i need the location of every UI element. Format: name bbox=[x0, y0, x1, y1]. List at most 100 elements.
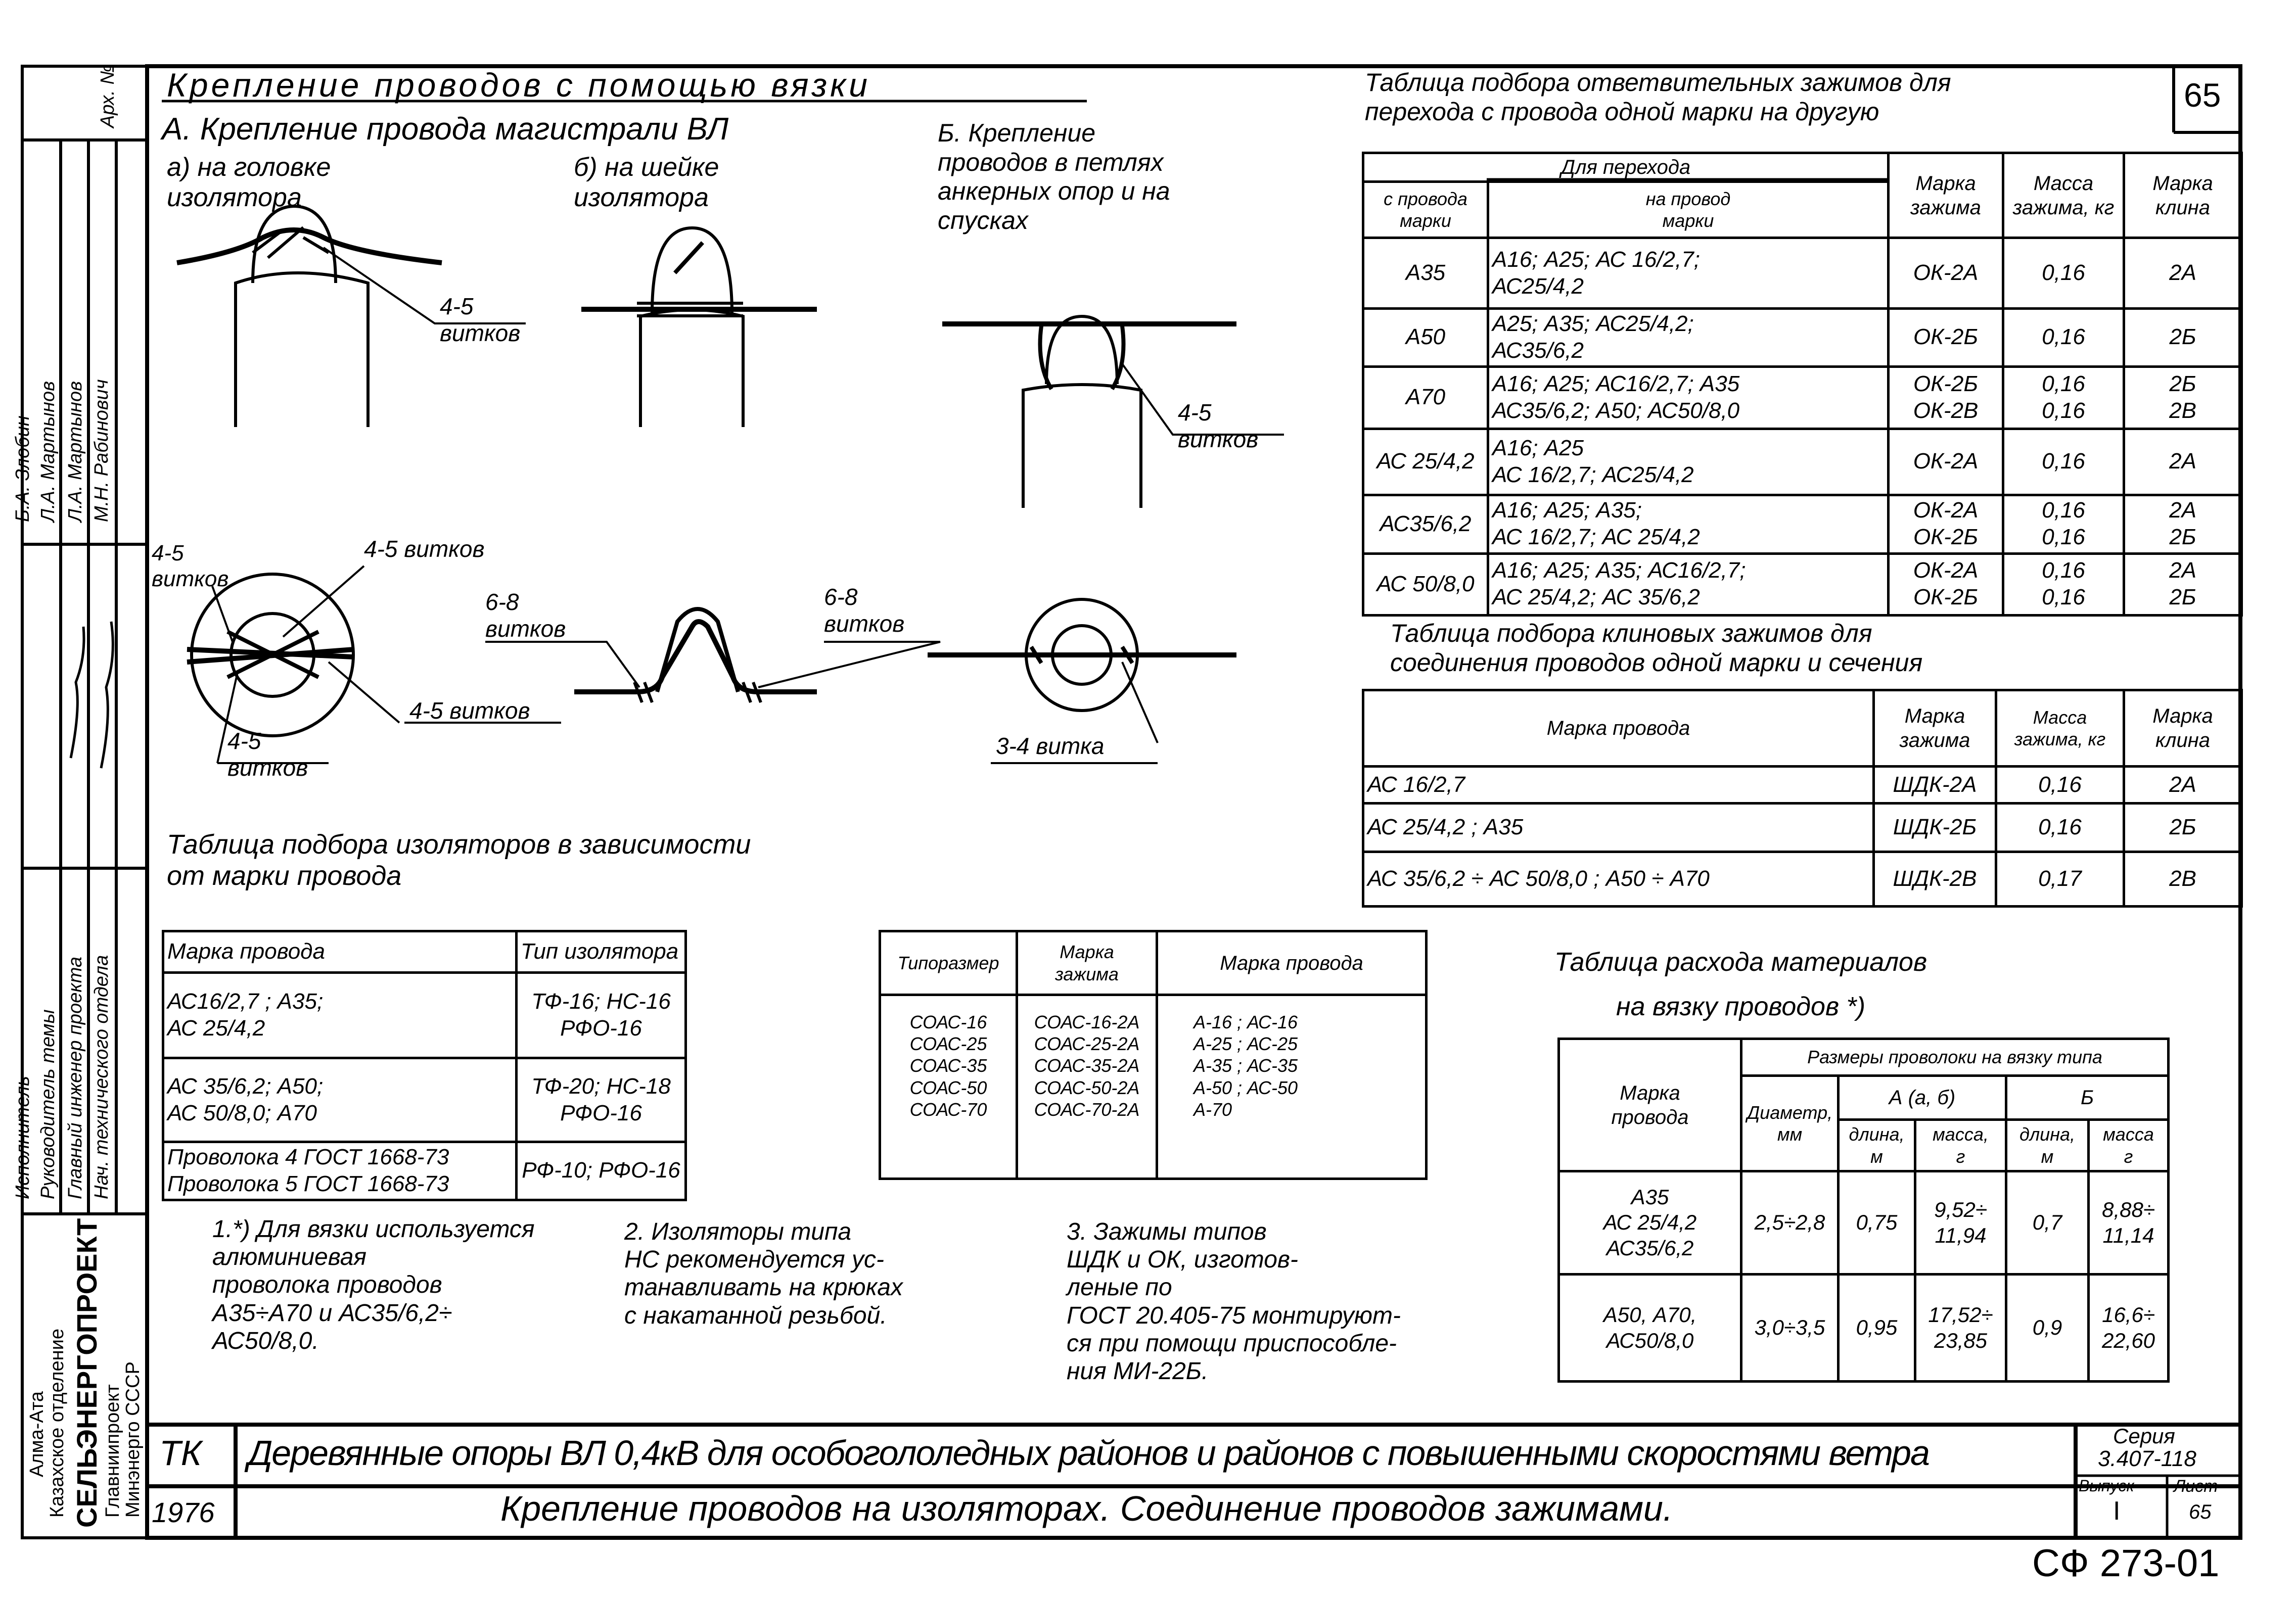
header-mass: Масса зажима, кг bbox=[1995, 689, 2125, 768]
title-block-sheet-title: Крепление проводов на изоляторах. Соедин… bbox=[500, 1489, 1673, 1528]
table-cell: 16,6÷ 22,60 bbox=[2087, 1273, 2170, 1383]
table-cell: 0,17 bbox=[1995, 851, 2125, 908]
turns-label: 4-5 витков bbox=[1178, 399, 1259, 452]
name-4: Б.А. Злобин bbox=[12, 415, 33, 522]
table-cell: ТФ-16; НС-16 РФО-16 bbox=[515, 971, 687, 1059]
loop-tie bbox=[574, 607, 817, 703]
table-cell: АС 50/8,0 bbox=[1362, 552, 1489, 617]
table-cell: РФ-10; РФО-16 bbox=[515, 1141, 687, 1201]
table-cell: 0,16 bbox=[2002, 237, 2126, 310]
soas-clamp-table: Типоразмер Марка зажима Марка провода СО… bbox=[879, 930, 1428, 1180]
issue-number: I bbox=[2113, 1496, 2121, 1526]
insulator-table: Марка провода Тип изолятора АС16/2,7 ; А… bbox=[162, 930, 687, 1201]
table-cell: АС16/2,7 ; А35; АС 25/4,2 bbox=[162, 971, 518, 1059]
role-1: Нач. технического отдела bbox=[91, 955, 112, 1199]
turns-label: 6-8 витков bbox=[485, 589, 566, 642]
branch-table-title: Таблица подбора ответвительных зажимов д… bbox=[1365, 68, 1951, 126]
title-block-year: 1976 bbox=[152, 1496, 215, 1528]
insulator-table-title: Таблица подбора изоляторов в зависимости… bbox=[167, 829, 751, 891]
turns-label: 4-5 витков bbox=[440, 293, 521, 346]
leader-lines bbox=[211, 247, 1284, 764]
header-wire: Марка провода bbox=[1156, 930, 1428, 996]
note-2: 2. Изоляторы типа НС рекомендуется ус- т… bbox=[624, 1218, 903, 1329]
table-cell: ОК-2А bbox=[1887, 237, 2005, 310]
wedge-clamp-table: Марка провода Марка зажима Масса зажима,… bbox=[1362, 689, 2243, 908]
table-cell: АС 16/2,7 bbox=[1362, 765, 1875, 805]
title-block-lines bbox=[147, 1423, 2240, 1538]
table-cell: АС 35/6,2; А50; АС 50/8,0; А70 bbox=[162, 1057, 518, 1143]
role-2: Главный инженер проекта bbox=[65, 956, 86, 1199]
table-cell: ТФ-20; НС-18 РФО-16 bbox=[515, 1057, 687, 1143]
table-cell: 0,16 bbox=[1995, 802, 2125, 853]
signature bbox=[69, 621, 114, 769]
table-cell: А16; А25 АС 16/2,7; АС25/4,2 bbox=[1486, 427, 1890, 496]
header-wire: Марка провода bbox=[1362, 689, 1875, 768]
table-cell: 2А 2Б bbox=[2123, 552, 2243, 617]
table-cell: 0,95 bbox=[1837, 1273, 1916, 1383]
top-view-head-tie bbox=[187, 573, 355, 737]
org-4: Казахское отделение bbox=[47, 1329, 68, 1518]
table-cell: 0,16 bbox=[1995, 765, 2125, 805]
table-cell: АС 25/4,2 bbox=[1362, 427, 1489, 496]
archive-number-label: Арх. № bbox=[97, 64, 118, 128]
table-cell: 0,75 bbox=[1837, 1170, 1916, 1276]
header-wedge: Марка клина bbox=[2123, 152, 2243, 239]
table-cell: А16; А25; А35; АС 16/2,7; АС 25/4,2 bbox=[1486, 493, 1890, 555]
table-cell: ОК-2А ОК-2Б bbox=[1887, 552, 2005, 617]
header-transition: Для перехода bbox=[1361, 152, 1890, 182]
insulator-loop-tie bbox=[942, 314, 1236, 508]
table-cell: 3,0÷3,5 bbox=[1740, 1273, 1840, 1383]
header-diameter: Диаметр, мм bbox=[1740, 1074, 1840, 1172]
table-cell: 17,52÷ 23,85 bbox=[1914, 1273, 2007, 1383]
table-cell: 2В bbox=[2123, 851, 2243, 908]
org-1: Минэнерго СССР bbox=[122, 1361, 144, 1518]
table-cell: Проволока 4 ГОСТ 1668-73 Проволока 5 ГОС… bbox=[162, 1141, 518, 1201]
material-table-title: Таблица расхода материалов на вязку пров… bbox=[1554, 948, 1927, 1022]
series-number: 3.407-118 bbox=[2098, 1446, 2196, 1471]
table-cell: ШДК-2А bbox=[1872, 765, 1997, 805]
table-cell: 2Б bbox=[2123, 802, 2243, 853]
header-clamp: Марка зажима bbox=[1016, 930, 1158, 996]
table-cell: 0,16 bbox=[2002, 307, 2126, 368]
header-mass: Масса зажима, кг bbox=[2002, 152, 2126, 239]
name-1: М.Н. Рабинович bbox=[91, 379, 112, 522]
table-cell: А50, А70, АС50/8,0 bbox=[1557, 1273, 1742, 1383]
table-cell: А35 АС 25/4,2 АС35/6,2 bbox=[1557, 1170, 1742, 1276]
table-cell: 0,16 0,16 bbox=[2002, 552, 2126, 617]
branch-clamp-table: Для перехода Марка зажима Масса зажима, … bbox=[1361, 152, 2243, 617]
sidebar-stamp: Арх. № М.Н. Рабинович Л.А. Мартынов Л.А.… bbox=[12, 64, 147, 1538]
table-cell: 2А bbox=[2123, 237, 2243, 310]
table-cell: 2Б 2В bbox=[2123, 365, 2243, 430]
table-cell: 8,88÷ 11,14 bbox=[2087, 1170, 2170, 1276]
header-wire: Марка провода bbox=[162, 930, 518, 974]
table-cell: 2,5÷2,8 bbox=[1740, 1170, 1840, 1276]
subsection-b: б) на шейке изолятора bbox=[574, 153, 719, 212]
sheet-number: 65 bbox=[2189, 1501, 2212, 1523]
series-label: Серия bbox=[2113, 1424, 2175, 1448]
table-cell: АС 25/4,2 ; А35 bbox=[1362, 802, 1875, 853]
note-1: 1.*) Для вязки используется алюминиевая … bbox=[212, 1216, 535, 1354]
sizes-cell: СОАС-16 СОАС-25 СОАС-35 СОАС-50 СОАС-70 bbox=[879, 994, 1018, 1180]
table-cell: 0,16 0,16 bbox=[2002, 493, 2126, 555]
table-cell: 2А 2Б bbox=[2123, 493, 2243, 555]
issue-label: Выпуск bbox=[2079, 1477, 2134, 1495]
header-length-b: длина, м bbox=[2005, 1118, 2090, 1172]
header-size: Типоразмер bbox=[879, 930, 1018, 996]
header-type-a: А (а, б) bbox=[1837, 1074, 2007, 1121]
table-cell: А16; А25; АС 16/2,7; АС25/4,2 bbox=[1486, 237, 1890, 310]
table-cell: 9,52÷ 11,94 bbox=[1914, 1170, 2007, 1276]
subsection-a: а) на головке изолятора bbox=[167, 153, 331, 212]
header-wire: Марка провода bbox=[1557, 1038, 1742, 1172]
table-cell: ОК-2Б ОК-2В bbox=[1887, 365, 2005, 430]
note-3: 3. Зажимы типов ШДК и ОК, изготов- леные… bbox=[1067, 1218, 1401, 1385]
org-3: СЕЛЬЭНЕРГОПРОЕКТ bbox=[71, 1218, 103, 1528]
name-2: Л.А. Мартынов bbox=[65, 381, 86, 522]
